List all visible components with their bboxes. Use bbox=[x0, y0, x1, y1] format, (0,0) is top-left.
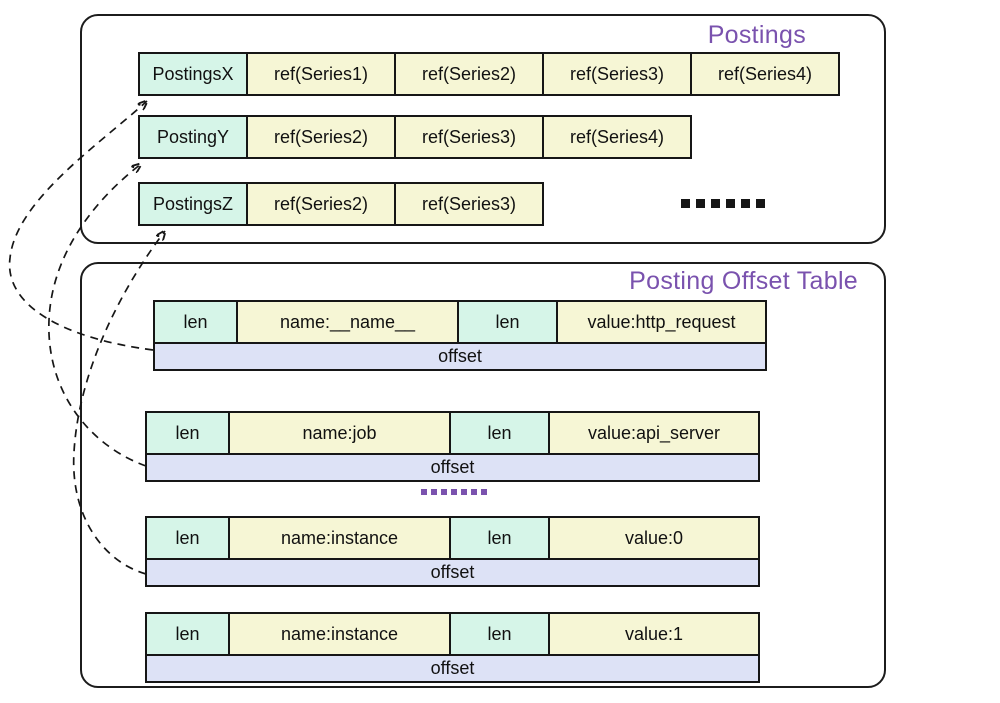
postings-container: Postings bbox=[80, 14, 886, 244]
value-cell: value:http_request bbox=[556, 300, 767, 344]
series-ref-cell: ref(Series1) bbox=[246, 52, 396, 96]
len-cell: len bbox=[457, 300, 558, 344]
name-cell: name:__name__ bbox=[236, 300, 459, 344]
series-ref-cell: ref(Series3) bbox=[394, 182, 544, 226]
offset-cell: offset bbox=[145, 654, 760, 683]
name-cell: name:instance bbox=[228, 516, 451, 560]
offset-entry-2: len name:job len value:api_server offset bbox=[145, 411, 760, 482]
offset-entry-3: len name:instance len value:0 offset bbox=[145, 516, 760, 587]
len-cell: len bbox=[449, 516, 550, 560]
offset-table-ellipsis bbox=[421, 489, 491, 495]
series-ref-cell: ref(Series2) bbox=[246, 115, 396, 159]
len-cell: len bbox=[145, 516, 230, 560]
postings-ellipsis bbox=[681, 199, 771, 208]
len-cell: len bbox=[449, 612, 550, 656]
postings-title: Postings bbox=[707, 21, 806, 49]
series-ref-cell: ref(Series4) bbox=[542, 115, 692, 159]
posting-key-cell: PostingsZ bbox=[138, 182, 248, 226]
offset-cell: offset bbox=[145, 453, 760, 482]
series-ref-cell: ref(Series3) bbox=[542, 52, 692, 96]
value-cell: value:0 bbox=[548, 516, 760, 560]
name-cell: name:instance bbox=[228, 612, 451, 656]
postings-row-z: PostingsZ ref(Series2) ref(Series3) bbox=[138, 182, 544, 226]
posting-key-cell: PostingY bbox=[138, 115, 248, 159]
postings-row-y: PostingY ref(Series2) ref(Series3) ref(S… bbox=[138, 115, 692, 159]
series-ref-cell: ref(Series3) bbox=[394, 115, 544, 159]
value-cell: value:1 bbox=[548, 612, 760, 656]
offset-cell: offset bbox=[153, 342, 767, 371]
series-ref-cell: ref(Series4) bbox=[690, 52, 840, 96]
series-ref-cell: ref(Series2) bbox=[394, 52, 544, 96]
posting-offset-table-container: Posting Offset Table bbox=[80, 262, 886, 688]
len-cell: len bbox=[153, 300, 238, 344]
len-cell: len bbox=[145, 411, 230, 455]
postings-row-x: PostingsX ref(Series1) ref(Series2) ref(… bbox=[138, 52, 840, 96]
posting-offset-table-title: Posting Offset Table bbox=[629, 267, 858, 295]
len-cell: len bbox=[449, 411, 550, 455]
series-ref-cell: ref(Series2) bbox=[246, 182, 396, 226]
offset-entry-4: len name:instance len value:1 offset bbox=[145, 612, 760, 683]
offset-entry-1: len name:__name__ len value:http_request… bbox=[153, 300, 767, 371]
value-cell: value:api_server bbox=[548, 411, 760, 455]
name-cell: name:job bbox=[228, 411, 451, 455]
offset-cell: offset bbox=[145, 558, 760, 587]
posting-key-cell: PostingsX bbox=[138, 52, 248, 96]
len-cell: len bbox=[145, 612, 230, 656]
